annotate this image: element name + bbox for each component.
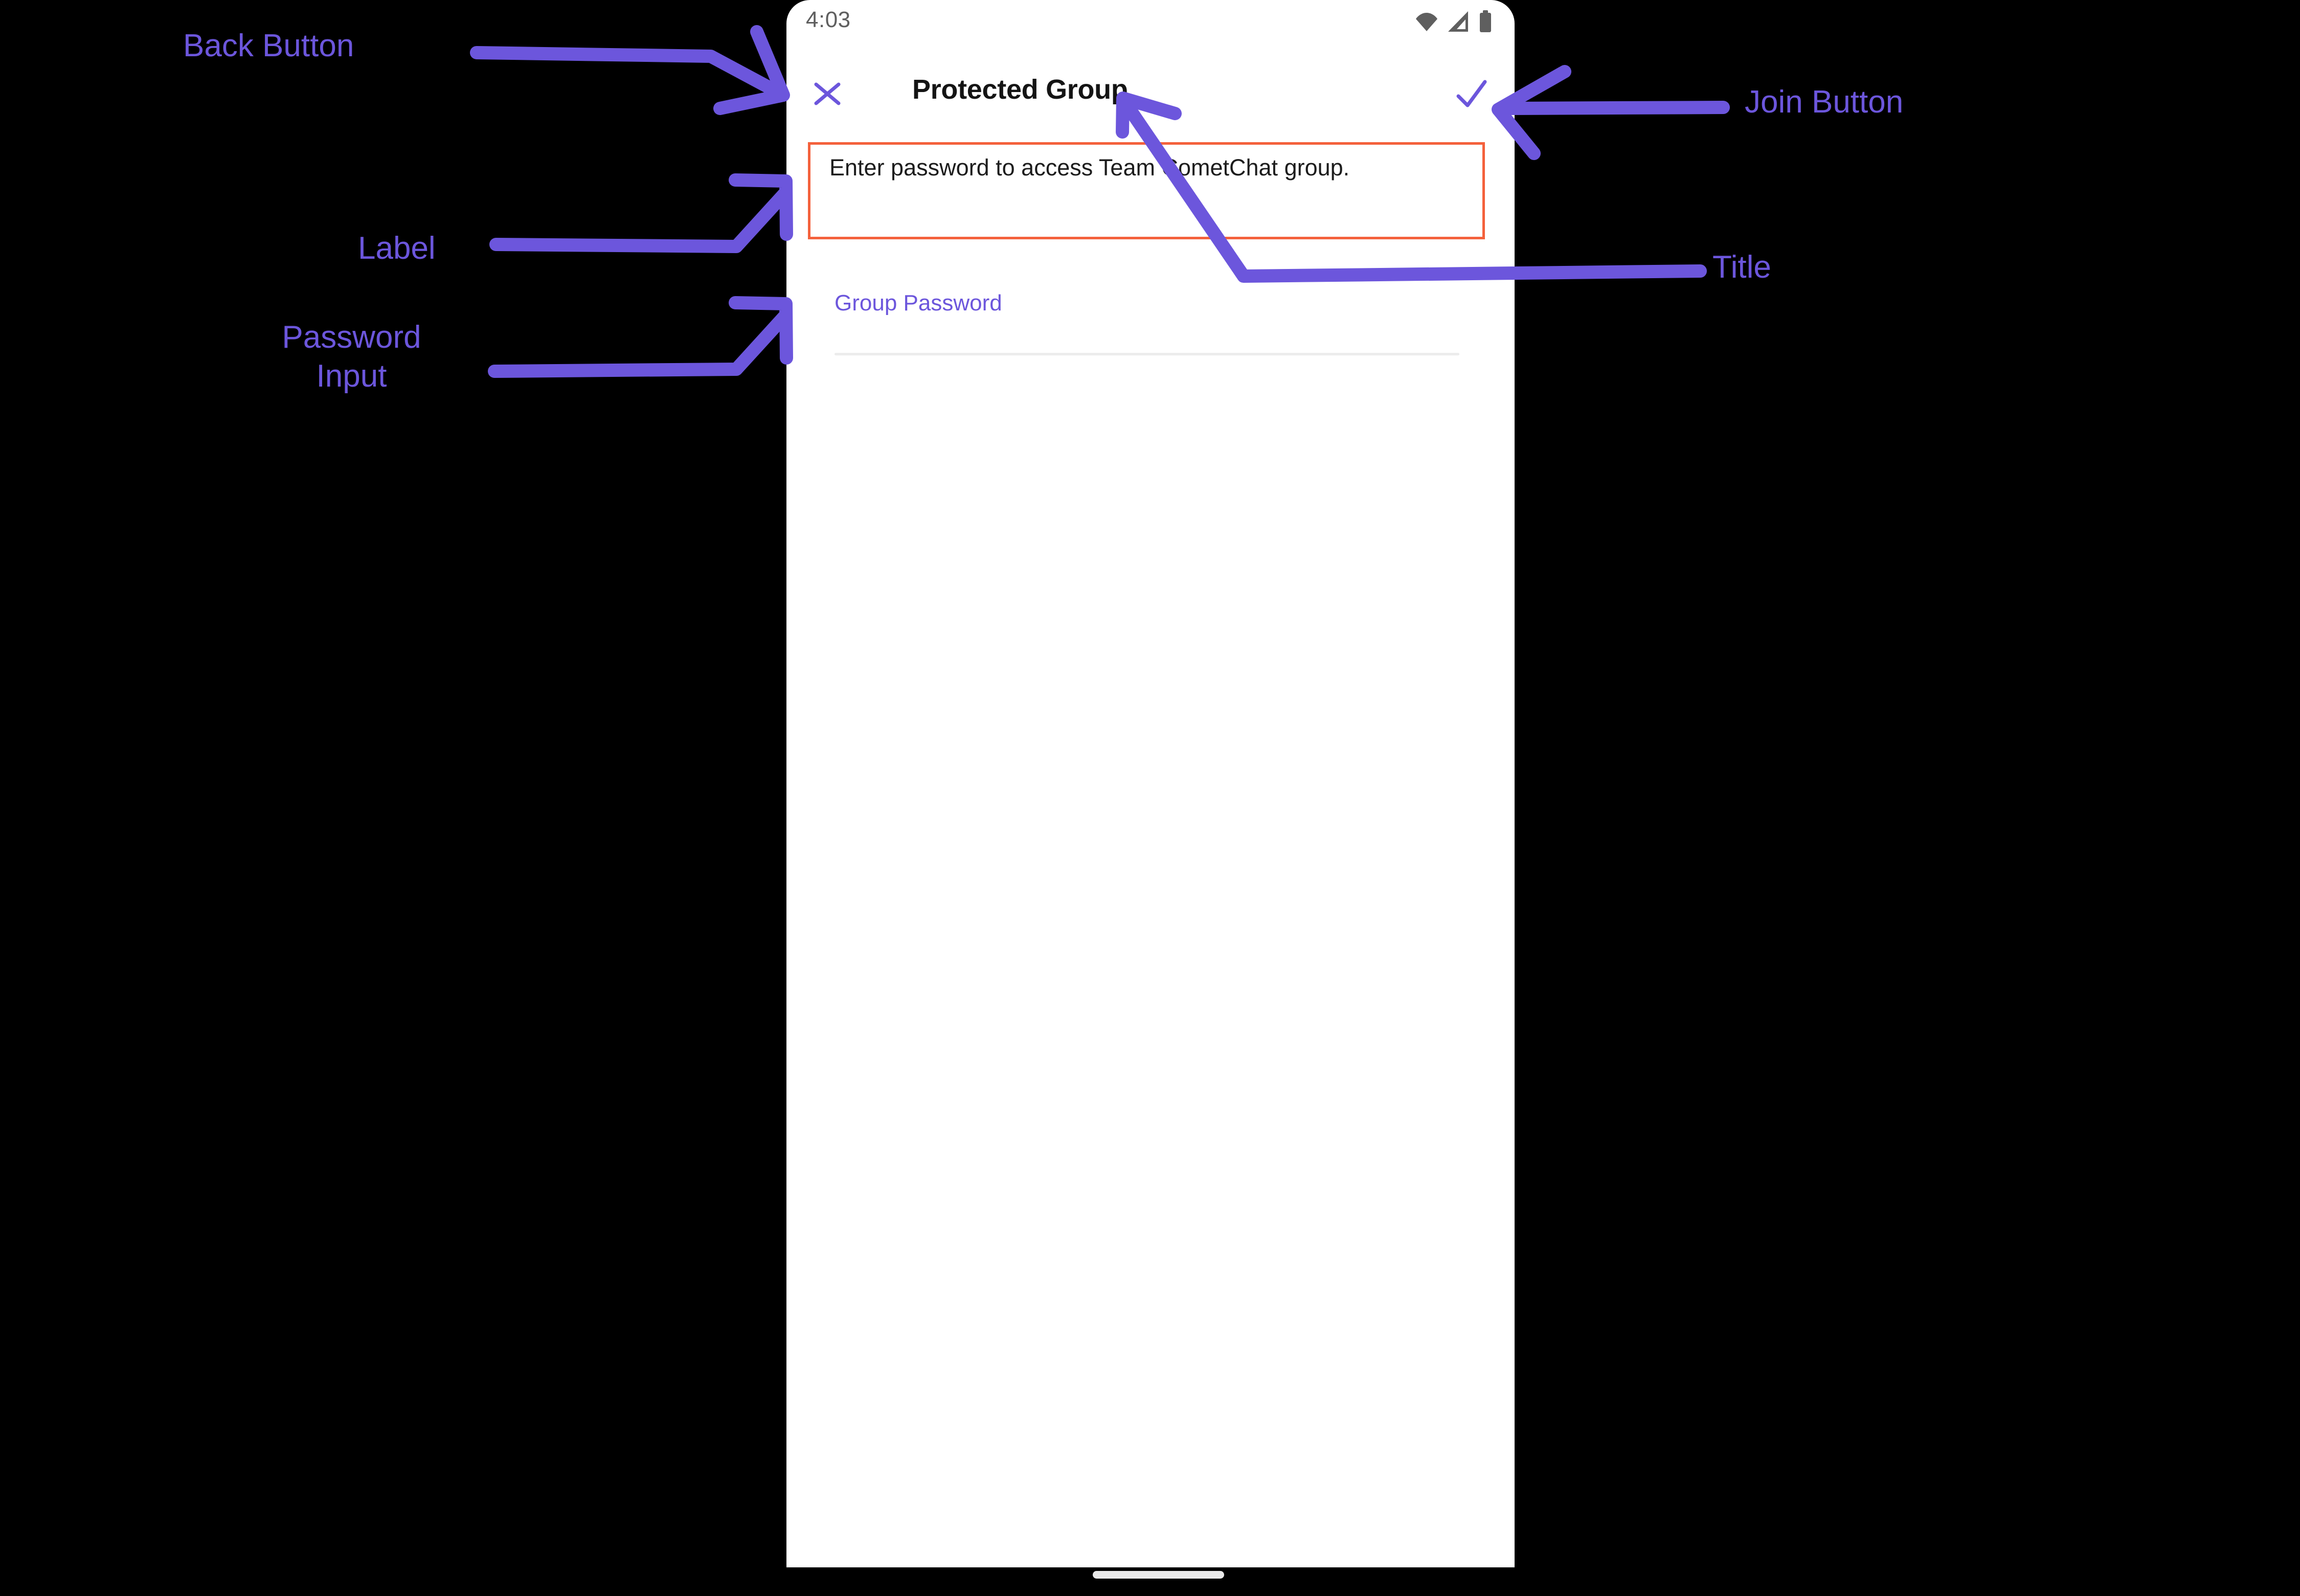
annotation-arrow-label <box>489 173 793 253</box>
annotation-arrow-back-button <box>470 25 790 115</box>
status-bar-icons <box>1414 9 1493 34</box>
wifi-icon <box>1414 9 1439 34</box>
cellular-signal-icon <box>1446 9 1471 34</box>
page-title: Protected Group <box>912 74 1128 105</box>
group-password-label: Group Password <box>835 290 1002 316</box>
annotation-label-text: Label <box>358 231 436 266</box>
back-button[interactable] <box>809 75 847 113</box>
annotation-join-button-text: Join Button <box>1745 84 1904 120</box>
password-input-underline <box>835 353 1459 355</box>
status-bar: 4:03 <box>786 0 1515 44</box>
battery-icon <box>1478 9 1493 34</box>
annotation-back-button-text: Back Button <box>183 28 354 63</box>
join-button[interactable] <box>1453 76 1490 113</box>
description-highlight-box <box>808 142 1485 239</box>
annotation-arrow-password-input <box>488 296 793 378</box>
app-bar: Protected Group <box>786 65 1515 125</box>
password-input[interactable] <box>835 323 1459 355</box>
annotation-arrow-join-button <box>1492 65 1730 160</box>
gesture-navigation-bar[interactable] <box>1093 1571 1224 1579</box>
annotation-password-input-text: Password Input <box>282 320 421 394</box>
annotation-title-text: Title <box>1712 250 1771 285</box>
status-bar-time: 4:03 <box>806 7 851 32</box>
